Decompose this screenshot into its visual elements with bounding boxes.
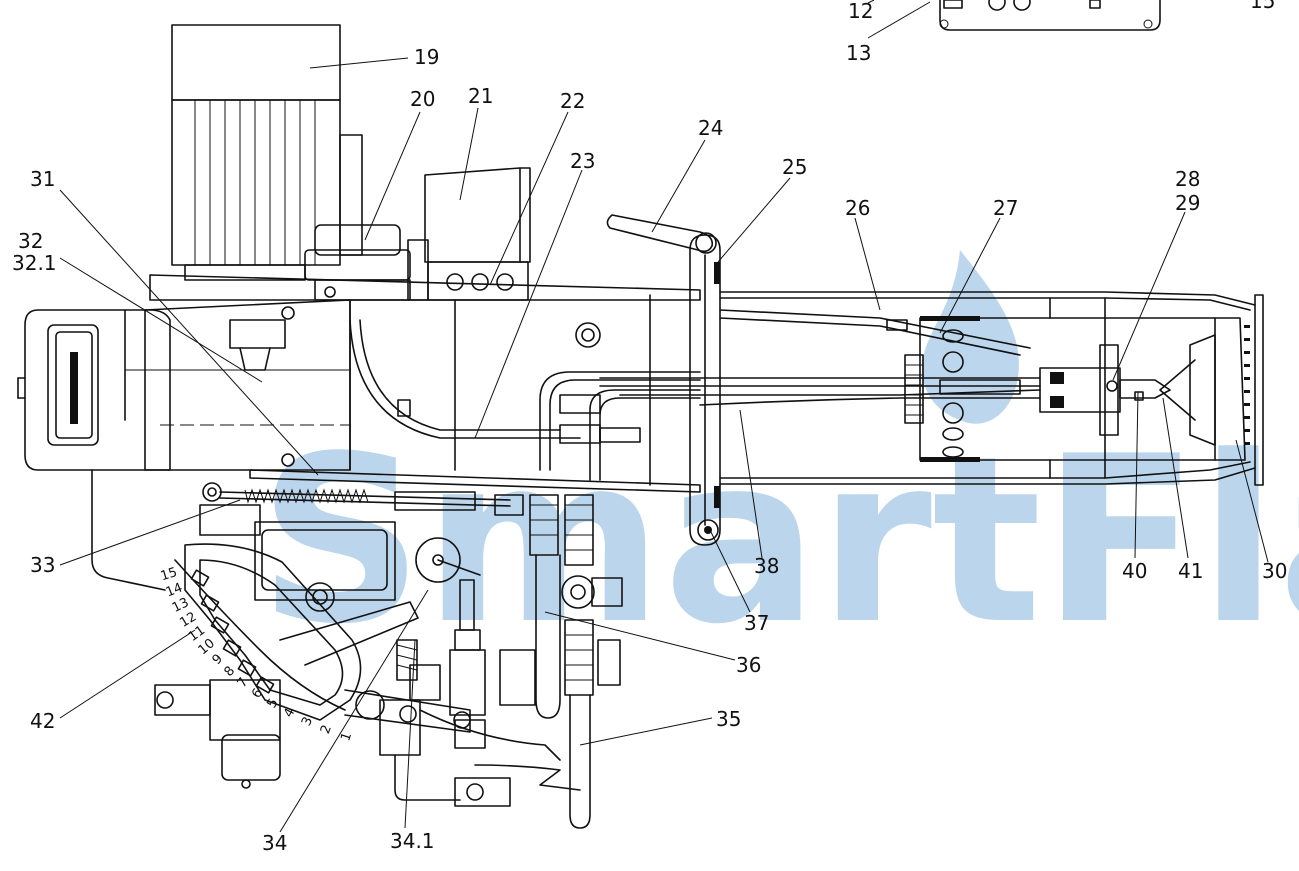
label-31: 31 xyxy=(30,167,55,191)
combustion-head xyxy=(904,316,1250,462)
label-29: 29 xyxy=(1175,191,1200,215)
leader-lines xyxy=(59,0,1269,833)
label-13: 13 xyxy=(846,41,871,65)
label-33: 33 xyxy=(30,553,55,577)
label-12: 12 xyxy=(848,0,873,23)
label-42: 42 xyxy=(30,709,55,733)
scale-tick-label: 14 xyxy=(164,580,185,600)
watermark: SmartFlam xyxy=(258,250,1299,675)
flange xyxy=(606,214,721,546)
label-23: 23 xyxy=(570,149,595,173)
scale-tick-label: 15 xyxy=(159,565,179,584)
scale-tick-label: 12 xyxy=(177,609,199,630)
linkage xyxy=(415,537,481,651)
label-38: 38 xyxy=(754,554,779,578)
label-30: 30 xyxy=(1262,559,1287,583)
scale-tick-label: 5 xyxy=(265,696,282,711)
label-15: 15 xyxy=(1250,0,1275,13)
blast-tube xyxy=(719,291,1264,486)
control-box xyxy=(424,167,531,301)
label-22: 22 xyxy=(560,89,585,113)
scale-tick-label: 2 xyxy=(318,723,335,736)
label-34-1: 34.1 xyxy=(390,829,435,853)
top-right-detail xyxy=(939,0,1161,31)
label-20: 20 xyxy=(410,87,435,111)
label-35: 35 xyxy=(716,707,741,731)
servo-rod xyxy=(202,482,524,516)
label-26: 26 xyxy=(845,196,870,220)
label-24: 24 xyxy=(698,116,723,140)
label-19: 19 xyxy=(414,45,439,69)
motor xyxy=(171,24,363,281)
label-37: 37 xyxy=(744,611,769,635)
oil-hoses xyxy=(419,494,623,829)
label-34: 34 xyxy=(262,831,287,855)
label-40: 40 xyxy=(1122,559,1147,583)
watermark-text: SmartFlam xyxy=(258,408,1299,675)
oil-lines xyxy=(349,309,1041,481)
scale-tick-label: 8 xyxy=(222,664,239,680)
label-32-1: 32.1 xyxy=(12,251,57,275)
callout-labels: 12 13 15 19 20 21 22 23 24 25 26 27 28 2… xyxy=(12,0,1287,855)
label-25: 25 xyxy=(782,155,807,179)
label-41: 41 xyxy=(1178,559,1203,583)
label-27: 27 xyxy=(993,196,1018,220)
scale-tick-label: 9 xyxy=(210,651,226,668)
burner-housing xyxy=(17,274,701,591)
label-28: 28 xyxy=(1175,167,1200,191)
scale-tick-label: 7 xyxy=(235,675,252,691)
scale-tick-label: 13 xyxy=(170,595,191,616)
label-36: 36 xyxy=(736,653,761,677)
label-32: 32 xyxy=(18,229,43,253)
label-21: 21 xyxy=(468,84,493,108)
scale-tick-label: 4 xyxy=(281,706,298,720)
